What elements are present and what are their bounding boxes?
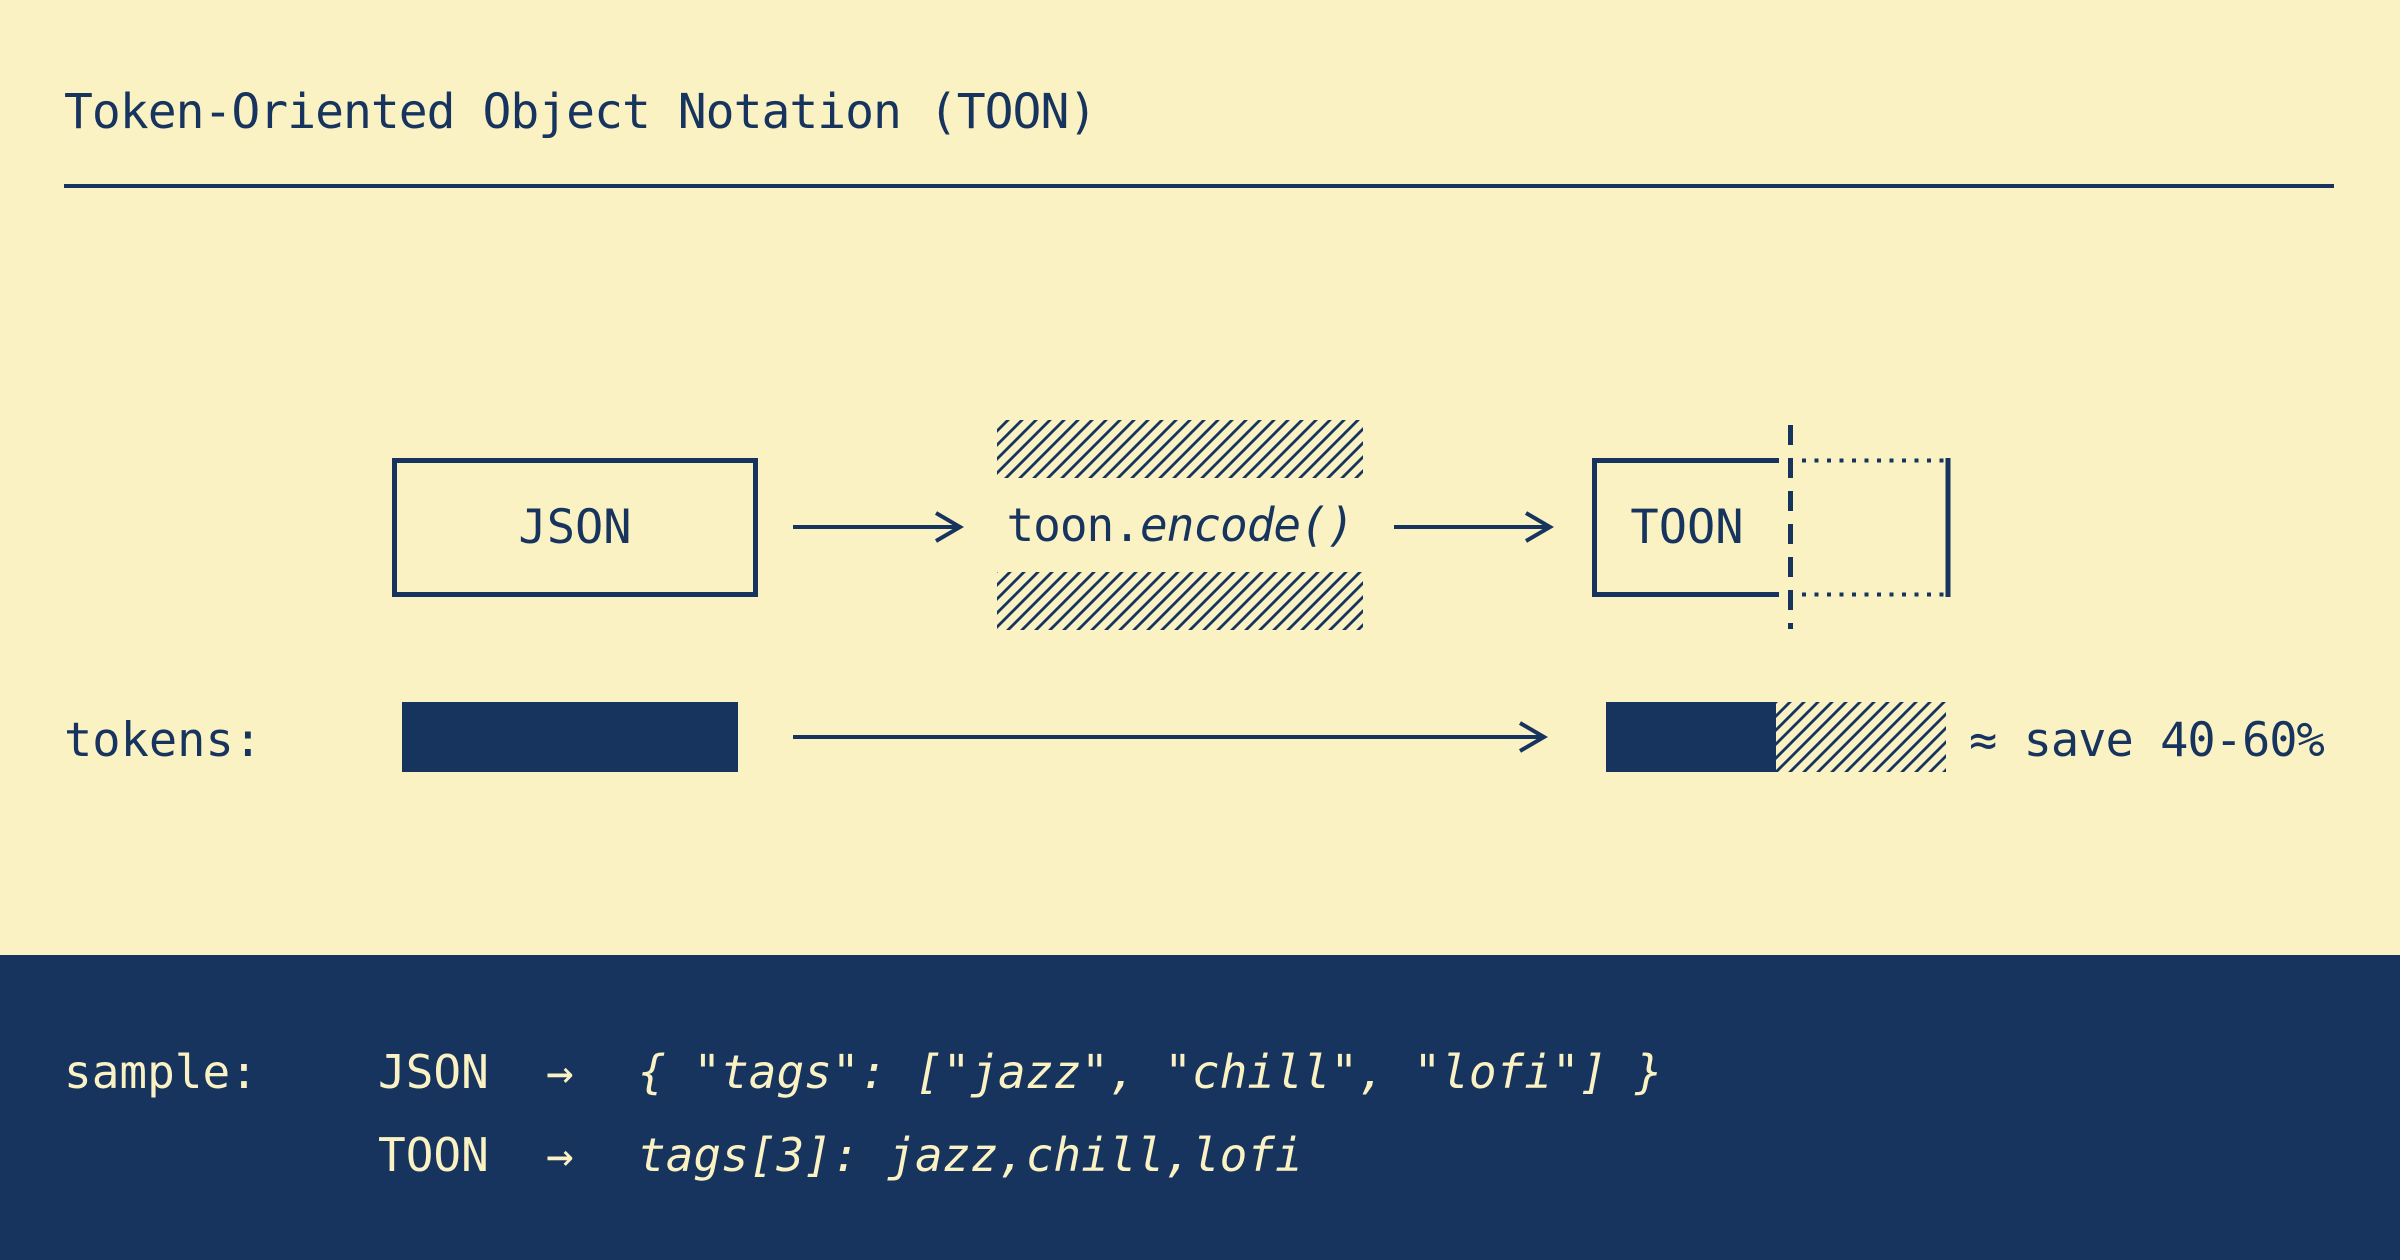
- toon-box-label: TOON: [1630, 500, 1744, 555]
- savings-label: ≈ save 40-60%: [1969, 712, 2325, 768]
- arrow-right-glyph: →: [546, 1045, 574, 1099]
- sample-row-toon: TOON → tags[3]: jazz,chill,lofi: [378, 1115, 1303, 1195]
- sample-row-json: JSON → { "tags": ["jazz", "chill", "lofi…: [378, 1032, 1663, 1112]
- page-title: Token-Oriented Object Notation (TOON): [64, 84, 1097, 140]
- toon-token-bar-saved-hatch: [1776, 702, 1946, 772]
- json-box-label: JSON: [518, 500, 632, 555]
- sample-row-label: sample:: [64, 1045, 258, 1099]
- encoder-method: encode(): [1139, 498, 1355, 552]
- arrow-token-savings: [793, 721, 1548, 753]
- sample-format-json: JSON: [378, 1045, 489, 1099]
- encoder-prefix: toon.: [1006, 498, 1140, 552]
- tokens-row-label: tokens:: [64, 712, 263, 768]
- sample-band-background: [0, 955, 2400, 1260]
- sample-code-json: { "tags": ["jazz", "chill", "lofi"] }: [638, 1045, 1663, 1099]
- sample-code-toon: tags[3]: jazz,chill,lofi: [638, 1128, 1303, 1182]
- arrow-encoder-to-toon: [1394, 511, 1554, 543]
- sample-format-toon: TOON: [378, 1128, 489, 1182]
- arrow-json-to-encoder: [793, 511, 964, 543]
- toon-token-bar-solid: [1606, 702, 1776, 772]
- encoder-call-label: toon.encode(): [979, 477, 1381, 573]
- arrow-right-glyph: →: [546, 1128, 574, 1182]
- encoder-hatch-bottom: [997, 572, 1363, 630]
- json-token-bar: [402, 702, 738, 772]
- encoder-hatch-top: [997, 420, 1363, 478]
